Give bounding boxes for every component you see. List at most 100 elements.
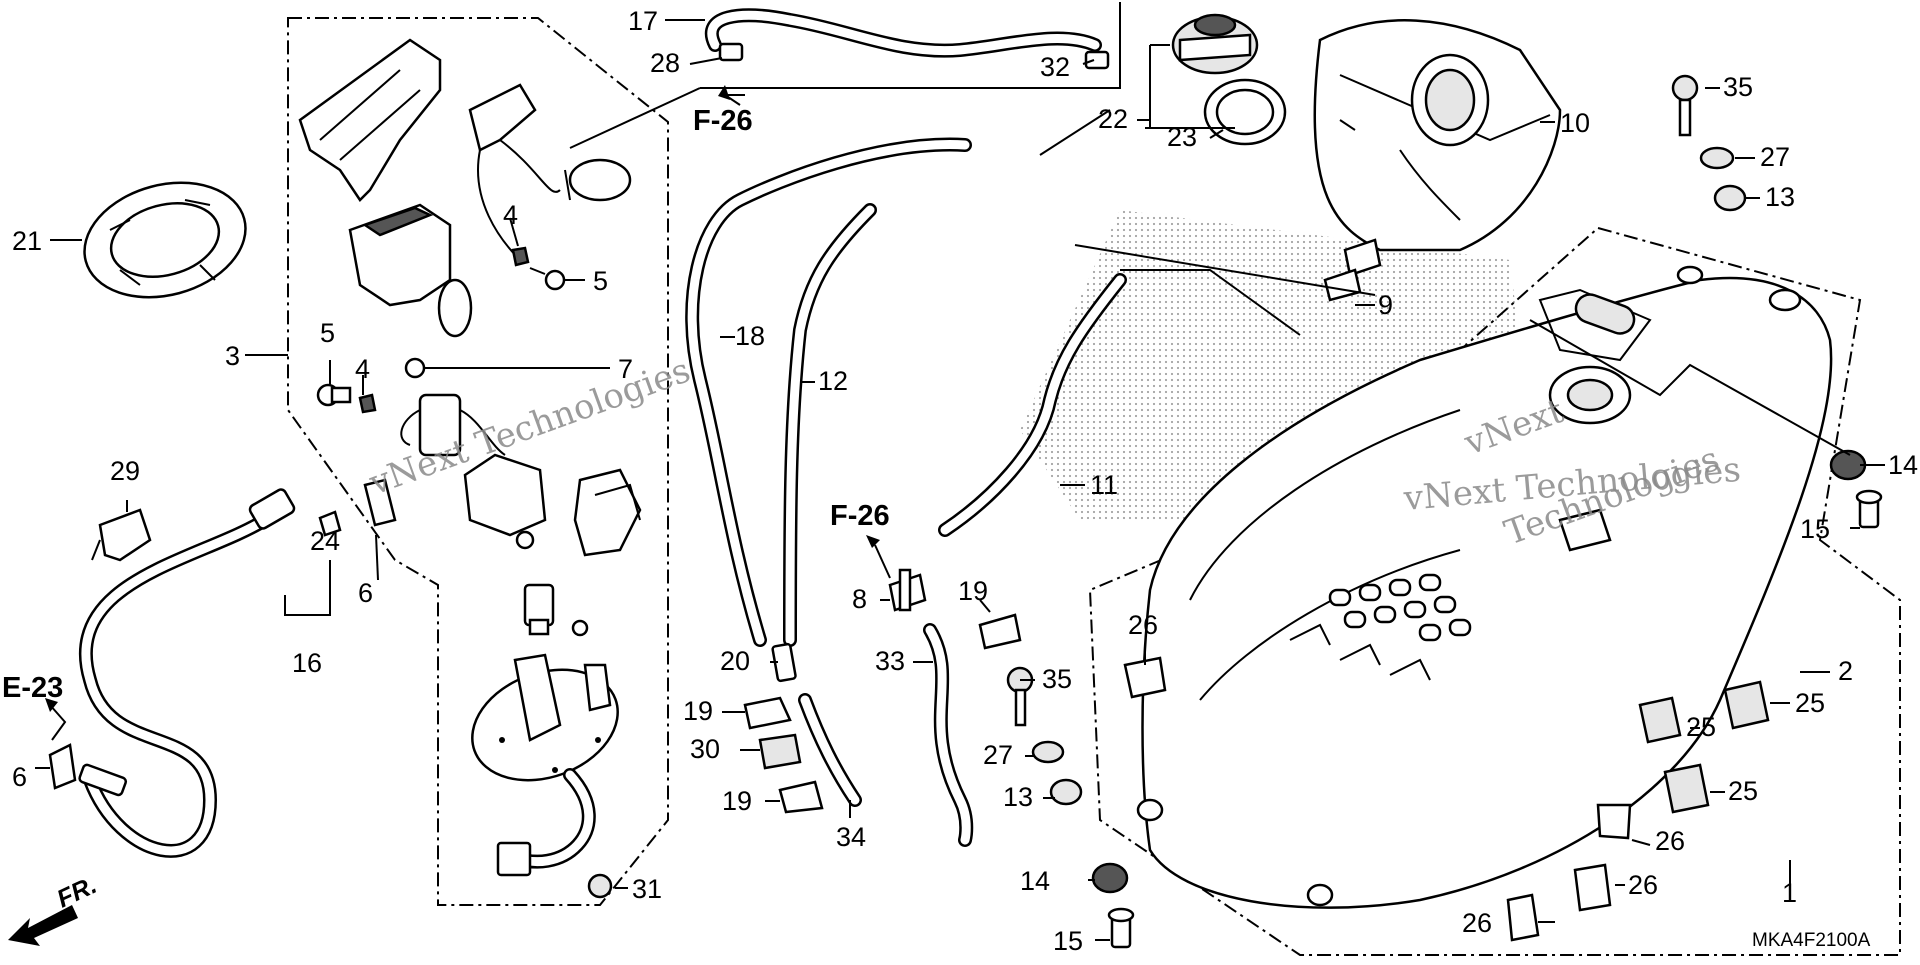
callout-26-d: 26 [1462, 908, 1492, 938]
ref-arrow-f26-mid [866, 535, 891, 579]
ref-f26-mid: F-26 [830, 500, 890, 532]
cushion-25-a [1638, 696, 1682, 744]
fuel-filter-cup [348, 203, 473, 338]
fuel-feed-hose [78, 513, 272, 858]
callout-16: 16 [292, 648, 322, 678]
callout-17: 17 [628, 6, 658, 36]
callout-26-c: 26 [1628, 870, 1658, 900]
ref-arrow-e23 [45, 698, 67, 741]
pressure-regulator [463, 453, 642, 557]
retainer-6-right [363, 478, 397, 527]
bolt-5-upper [529, 267, 566, 291]
callout-5-upper: 5 [593, 266, 608, 296]
fuel-pump-seal-ring [83, 181, 247, 299]
callout-21: 21 [12, 226, 42, 256]
callout-3: 3 [225, 341, 240, 371]
collar-15-lower [1107, 907, 1135, 949]
callout-15-upper: 15 [1800, 514, 1830, 544]
grommet-14-lower [1091, 862, 1129, 894]
pump-connector [496, 841, 532, 877]
nut-31 [587, 873, 613, 899]
nut-13-lower [1049, 778, 1083, 806]
clip-30 [758, 733, 802, 770]
callout-7: 7 [618, 354, 633, 384]
callout-33: 33 [875, 646, 905, 676]
callout-4-lower: 4 [355, 354, 370, 384]
clip-26-b [1596, 803, 1632, 840]
callout-9: 9 [1378, 290, 1393, 320]
callout-24: 24 [310, 526, 340, 556]
callout-28: 28 [650, 48, 680, 78]
joint-20 [771, 642, 797, 683]
callout-6-right: 6 [358, 578, 373, 608]
top-hose-bracket-line [569, 2, 1121, 149]
callout-5-lower: 5 [320, 318, 335, 348]
washer-27-upper [1699, 146, 1735, 170]
clip-26-a [1123, 656, 1167, 699]
washer-27-lower [1031, 740, 1065, 764]
nut-13-upper [1713, 184, 1747, 212]
retainer-6-left [48, 743, 77, 790]
callout-2: 2 [1838, 656, 1853, 686]
callout-19-right: 19 [958, 576, 988, 606]
callout-1: 1 [1782, 878, 1797, 908]
callout-13-lower: 13 [1003, 782, 1033, 812]
grommet-14-upper [1829, 449, 1867, 481]
drain-hose-12 [783, 203, 877, 647]
fuel-level-sender [468, 83, 632, 261]
callout-4-upper: 4 [503, 200, 518, 230]
callout-13-upper: 13 [1765, 182, 1795, 212]
callout-35-lower: 35 [1042, 664, 1072, 694]
filler-bracket-line [1145, 44, 1235, 129]
ref-e23: E-23 [2, 672, 63, 704]
callout-32: 32 [1040, 52, 1070, 82]
filler-body-10 [1313, 19, 1562, 252]
bolt-35-upper [1671, 74, 1699, 137]
callout-23: 23 [1167, 122, 1197, 152]
callout-25-a: 25 [1686, 712, 1716, 742]
callout-26-a: 26 [1128, 610, 1158, 640]
hose-end-fitting [78, 763, 128, 797]
clip-19-upper [743, 696, 792, 730]
callout-31: 31 [632, 874, 662, 904]
fuel-pump-group-outline [287, 17, 669, 906]
callout-12: 12 [818, 366, 848, 396]
collar-15-upper [1855, 489, 1883, 529]
ref-f26-top: F-26 [693, 105, 753, 137]
callout-20: 20 [720, 646, 750, 676]
callout-19-lower: 19 [722, 786, 752, 816]
pump-outlet-fitting [523, 583, 555, 636]
diagram-code: MKA4F2100A [1752, 930, 1871, 951]
t-joint-8 [888, 568, 927, 612]
ref-arrow-f26-top [718, 85, 745, 106]
clamp-28 [718, 42, 744, 62]
callout-15-lower: 15 [1053, 926, 1083, 956]
bolt-35-lower [1006, 666, 1034, 727]
fuel-tank [1136, 265, 1833, 909]
callout-27-lower: 27 [983, 740, 1013, 770]
quick-connector [248, 488, 342, 537]
cushion-25-b [1723, 680, 1770, 730]
fuel-filler-cap [1171, 13, 1259, 75]
callout-27-upper: 27 [1760, 142, 1790, 172]
cushion-25-c [1663, 763, 1710, 814]
callout-11: 11 [1090, 470, 1118, 500]
clip-19-lower [778, 780, 824, 814]
clip-26-d [1506, 893, 1540, 942]
pump-upper-bracket [298, 38, 442, 202]
callout-30: 30 [690, 734, 720, 764]
callout-19-upper: 19 [683, 696, 713, 726]
clip-19-right [978, 613, 1022, 650]
clamp-32 [1084, 50, 1110, 70]
callout-6-left: 6 [12, 762, 27, 792]
callout-35-upper: 35 [1723, 72, 1753, 102]
callout-10: 10 [1560, 108, 1590, 138]
callout-14-lower: 14 [1020, 866, 1050, 896]
callout-26-b: 26 [1655, 826, 1685, 856]
gasket-upper [515, 530, 535, 550]
pump-base-flange [471, 653, 619, 782]
gasket-lower [571, 619, 589, 637]
callout-25-b: 25 [1795, 688, 1825, 718]
